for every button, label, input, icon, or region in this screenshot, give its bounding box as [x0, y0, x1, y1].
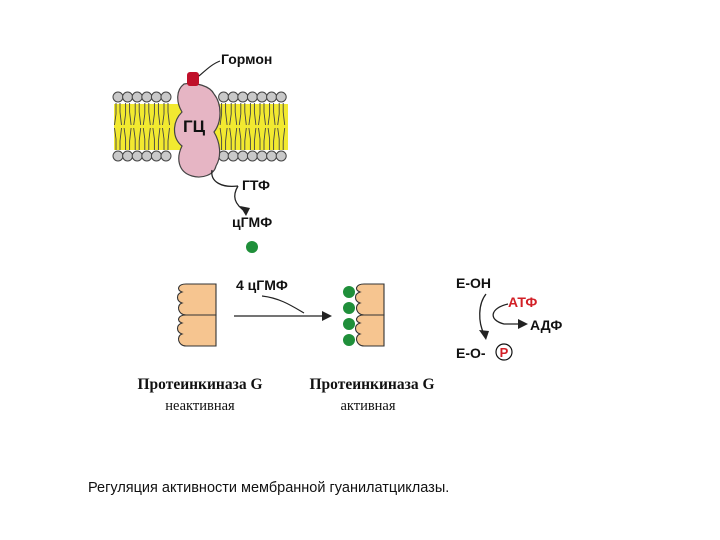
- lipid-head: [122, 150, 134, 162]
- lipid-head: [227, 150, 239, 162]
- atp-label: АТФ: [508, 294, 537, 310]
- lipid-head: [150, 150, 162, 162]
- lipid-tail: [133, 103, 142, 126]
- lipid-head: [237, 91, 249, 103]
- lipid-tail: [162, 103, 170, 126]
- lipid-head: [227, 91, 239, 103]
- lipid-tail: [142, 103, 151, 126]
- lipid-head: [112, 91, 124, 103]
- receptor-label: ГЦ: [183, 117, 206, 136]
- lipid-head: [131, 150, 143, 162]
- bound-cgmp-group: [343, 286, 355, 346]
- pk-inactive-subunit-bottom: [176, 314, 217, 347]
- lipid-head: [246, 91, 258, 103]
- lipid-tail: [142, 127, 151, 150]
- lipid-head: [141, 150, 153, 162]
- phosphorylation-arrow-head: [479, 330, 489, 340]
- guanylate-cyclase-receptor: [173, 82, 221, 178]
- pk-active-subunit-top: [354, 283, 385, 316]
- lipid-head: [122, 91, 134, 103]
- lipid-head: [160, 91, 172, 103]
- gtp-label: ГТФ: [242, 177, 270, 193]
- lipid-tail: [152, 127, 161, 150]
- lipid-tail: [258, 103, 266, 126]
- phosphate-label: Р: [500, 345, 509, 360]
- lipid-head: [218, 91, 230, 103]
- lipid-bilayer: [112, 91, 287, 162]
- lipid-head: [141, 91, 153, 103]
- lipid-tail: [152, 103, 161, 126]
- substrate-label: Е-ОН: [456, 275, 491, 291]
- bound-cgmp-3: [343, 318, 355, 330]
- lipid-head: [256, 91, 268, 103]
- lipid-tail: [277, 103, 286, 126]
- bound-cgmp-2: [343, 302, 355, 314]
- lipid-head: [131, 91, 143, 103]
- cgmp-binding-curve: [261, 295, 305, 314]
- slide-caption: Регуляция активности мембранной гуанилат…: [88, 480, 450, 496]
- lipid-tail: [114, 127, 122, 150]
- product-label: Е-О-: [456, 345, 486, 361]
- lipid-head: [266, 91, 278, 103]
- phosphorylation-arrow: [479, 293, 487, 335]
- pk-inactive-subunit-top: [176, 283, 217, 316]
- lipid-tail: [114, 103, 122, 126]
- gtp-conversion-arrow: [211, 169, 247, 213]
- pk-inactive-name: Протеинкиназа G: [137, 376, 262, 393]
- lipid-head: [150, 91, 162, 103]
- hormone-label: Гормон: [221, 51, 272, 67]
- hormone-pointer: [198, 60, 221, 77]
- cgmp-molecule: [246, 241, 258, 253]
- lipid-head: [112, 150, 124, 162]
- protein-kinase-inactive: [176, 283, 217, 347]
- lipid-tail: [123, 127, 132, 150]
- pk-inactive-state: неактивная: [165, 398, 235, 414]
- lipid-tail: [229, 103, 238, 126]
- lipid-head: [275, 91, 287, 103]
- lipid-tail: [229, 127, 238, 150]
- lipid-tail: [238, 127, 247, 150]
- pk-active-name: Протеинкиназа G: [309, 376, 434, 393]
- lipid-tail: [162, 127, 170, 150]
- lipid-tail: [123, 103, 132, 126]
- protein-kinase-active: [343, 283, 385, 347]
- phosphate-circle: [495, 343, 513, 361]
- lipid-tail: [277, 127, 286, 150]
- pk-active-subunit-bottom: [354, 314, 385, 347]
- cgmp-label: цГМФ: [232, 214, 272, 230]
- bound-cgmp-1: [343, 286, 355, 298]
- lipid-tail: [238, 103, 247, 126]
- lipid-head: [275, 150, 287, 162]
- bound-cgmp-4: [343, 334, 355, 346]
- lipid-tail: [133, 127, 142, 150]
- atp-adp-arrow-head: [518, 319, 528, 329]
- lipid-tail: [219, 127, 228, 150]
- lipid-tail: [248, 103, 257, 126]
- lipid-tail: [219, 103, 228, 126]
- gtp-arrow-head: [240, 206, 250, 216]
- activation-arrow-head: [322, 311, 332, 321]
- lipid-head: [237, 150, 249, 162]
- lipid-tail: [258, 127, 266, 150]
- lipid-head: [256, 150, 268, 162]
- lipid-head: [246, 150, 258, 162]
- pk-active-state: активная: [340, 398, 395, 414]
- atp-adp-arrow: [492, 303, 520, 325]
- adp-label: АДФ: [530, 317, 562, 333]
- lipid-tail: [267, 127, 276, 150]
- four-cgmp-label: 4 цГМФ: [236, 277, 288, 293]
- lipid-head: [160, 150, 172, 162]
- hormone-molecule: [187, 72, 199, 86]
- lipid-head: [266, 150, 278, 162]
- lipid-tail: [248, 127, 257, 150]
- lipid-tail: [267, 103, 276, 126]
